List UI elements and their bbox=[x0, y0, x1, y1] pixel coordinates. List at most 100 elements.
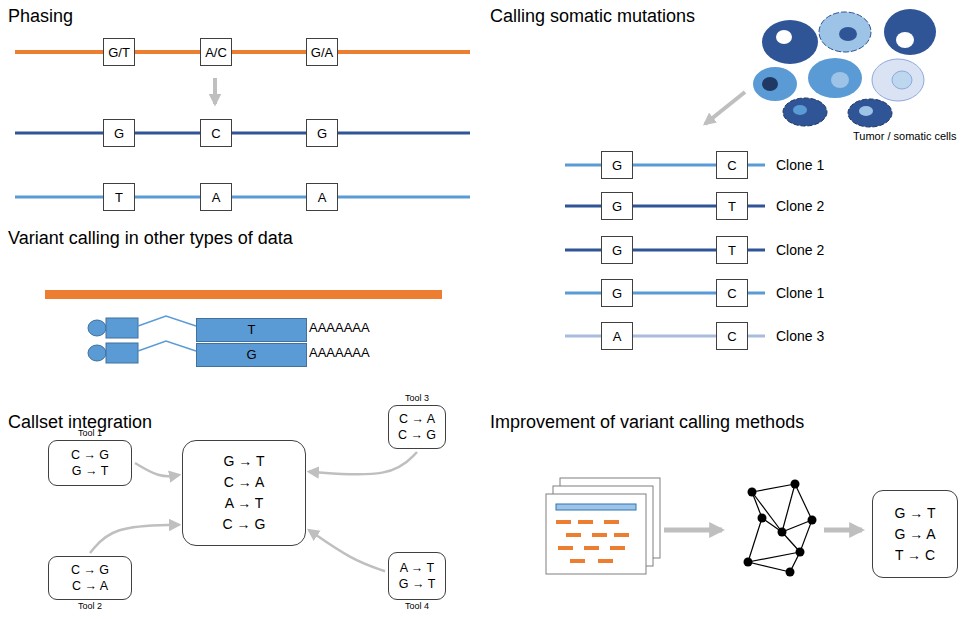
base-letter: A bbox=[212, 190, 221, 205]
exon-box: G bbox=[196, 343, 307, 367]
base-box: T bbox=[103, 183, 135, 211]
intron bbox=[138, 316, 196, 326]
mutation: G → T bbox=[72, 463, 109, 479]
exon bbox=[106, 343, 138, 363]
exon bbox=[106, 318, 138, 338]
cell bbox=[819, 12, 871, 52]
genome-bar bbox=[45, 290, 442, 299]
panel-title: Variant calling in other types of data bbox=[8, 228, 293, 249]
merge-arrow bbox=[309, 530, 385, 571]
base-letter: G bbox=[612, 243, 622, 258]
base-letter: A/C bbox=[205, 45, 227, 60]
base-letter: G bbox=[246, 346, 256, 364]
base-box: G bbox=[306, 119, 338, 147]
clone-label: Clone 1 bbox=[776, 157, 824, 173]
polya-tail: AAAAAAA bbox=[309, 320, 370, 335]
mutation: C → G bbox=[71, 562, 109, 578]
base-box: G bbox=[601, 279, 633, 307]
panel-title: Phasing bbox=[8, 6, 73, 27]
network-node bbox=[744, 558, 753, 567]
base-box: A bbox=[306, 183, 338, 211]
network-edge bbox=[782, 484, 795, 532]
flow-arrow bbox=[664, 528, 722, 533]
read bbox=[570, 559, 585, 563]
nucleus bbox=[762, 77, 778, 91]
document bbox=[546, 494, 646, 574]
tool-name: Tool 4 bbox=[389, 601, 445, 612]
base-box: G bbox=[103, 119, 135, 147]
nucleus bbox=[831, 72, 849, 88]
base-letter: A bbox=[318, 190, 327, 205]
training-data-icon bbox=[546, 478, 660, 574]
base-letter: C bbox=[727, 286, 736, 301]
nucleus bbox=[793, 105, 807, 115]
clone-lines bbox=[565, 165, 765, 336]
base-letter: C bbox=[211, 126, 220, 141]
base-box: C bbox=[716, 151, 748, 179]
mutation: G → T bbox=[399, 576, 436, 592]
read bbox=[578, 520, 593, 524]
base-box: G/A bbox=[306, 38, 338, 66]
tumor-cells bbox=[705, 9, 936, 127]
cap bbox=[88, 320, 106, 336]
clone-label: Clone 1 bbox=[776, 285, 824, 301]
mutation: G → T bbox=[895, 503, 936, 524]
mutation: C → A bbox=[399, 411, 435, 427]
mutation: C → A bbox=[72, 578, 108, 594]
base-letter: C bbox=[727, 329, 736, 344]
cell bbox=[872, 59, 924, 101]
tool-callset-box: Tool 3C → AC → G bbox=[388, 405, 446, 449]
base-box: A bbox=[601, 322, 633, 350]
base-box: A bbox=[200, 183, 232, 211]
network-edge bbox=[800, 520, 812, 552]
cell bbox=[808, 58, 862, 98]
base-box: T bbox=[716, 192, 748, 220]
nucleus bbox=[859, 106, 873, 116]
cell bbox=[762, 20, 818, 64]
network-edge bbox=[782, 520, 812, 532]
read bbox=[610, 546, 625, 550]
haplotype-line bbox=[15, 132, 470, 135]
reference-bar bbox=[556, 504, 636, 510]
tool-callset-box: Tool 4A → TG → T bbox=[388, 552, 446, 600]
base-box: A/C bbox=[200, 38, 232, 66]
mutation: C → A bbox=[224, 472, 264, 493]
network-node bbox=[748, 488, 757, 497]
base-letter: A bbox=[613, 329, 622, 344]
read bbox=[566, 533, 581, 537]
intron bbox=[138, 341, 196, 351]
nucleus bbox=[776, 30, 792, 44]
base-letter: G bbox=[612, 158, 622, 173]
mutation: G → T bbox=[224, 451, 265, 472]
unphased-line bbox=[15, 50, 470, 54]
base-box: G bbox=[601, 151, 633, 179]
network-node bbox=[786, 568, 795, 577]
tool-callset-box: Tool 1C → GG → T bbox=[48, 440, 132, 486]
polya-tail: AAAAAAA bbox=[309, 345, 370, 360]
network-icon bbox=[744, 480, 817, 577]
network-edge bbox=[748, 562, 790, 572]
flow-arrow bbox=[824, 528, 862, 533]
read bbox=[614, 533, 629, 537]
mutation: T → C bbox=[895, 545, 935, 566]
base-box: C bbox=[200, 119, 232, 147]
network-node bbox=[778, 528, 787, 537]
merge-arrow bbox=[90, 525, 179, 553]
base-box: T bbox=[716, 236, 748, 264]
clone-label: Clone 3 bbox=[776, 328, 824, 344]
read bbox=[604, 520, 619, 524]
base-letter: G bbox=[317, 126, 327, 141]
network-node bbox=[796, 548, 805, 557]
exon-box: T bbox=[196, 318, 307, 342]
base-box: G bbox=[601, 192, 633, 220]
sample-arrow bbox=[705, 92, 745, 124]
network-node bbox=[791, 480, 800, 489]
panel-title: Calling somatic mutations bbox=[490, 6, 695, 27]
mutation: C → G bbox=[223, 514, 266, 535]
clone-label: Clone 2 bbox=[776, 242, 824, 258]
mutation: A → T bbox=[225, 493, 264, 514]
tool-callset-box: Tool 2C → GC → A bbox=[48, 556, 132, 600]
base-letter: T bbox=[248, 321, 256, 339]
